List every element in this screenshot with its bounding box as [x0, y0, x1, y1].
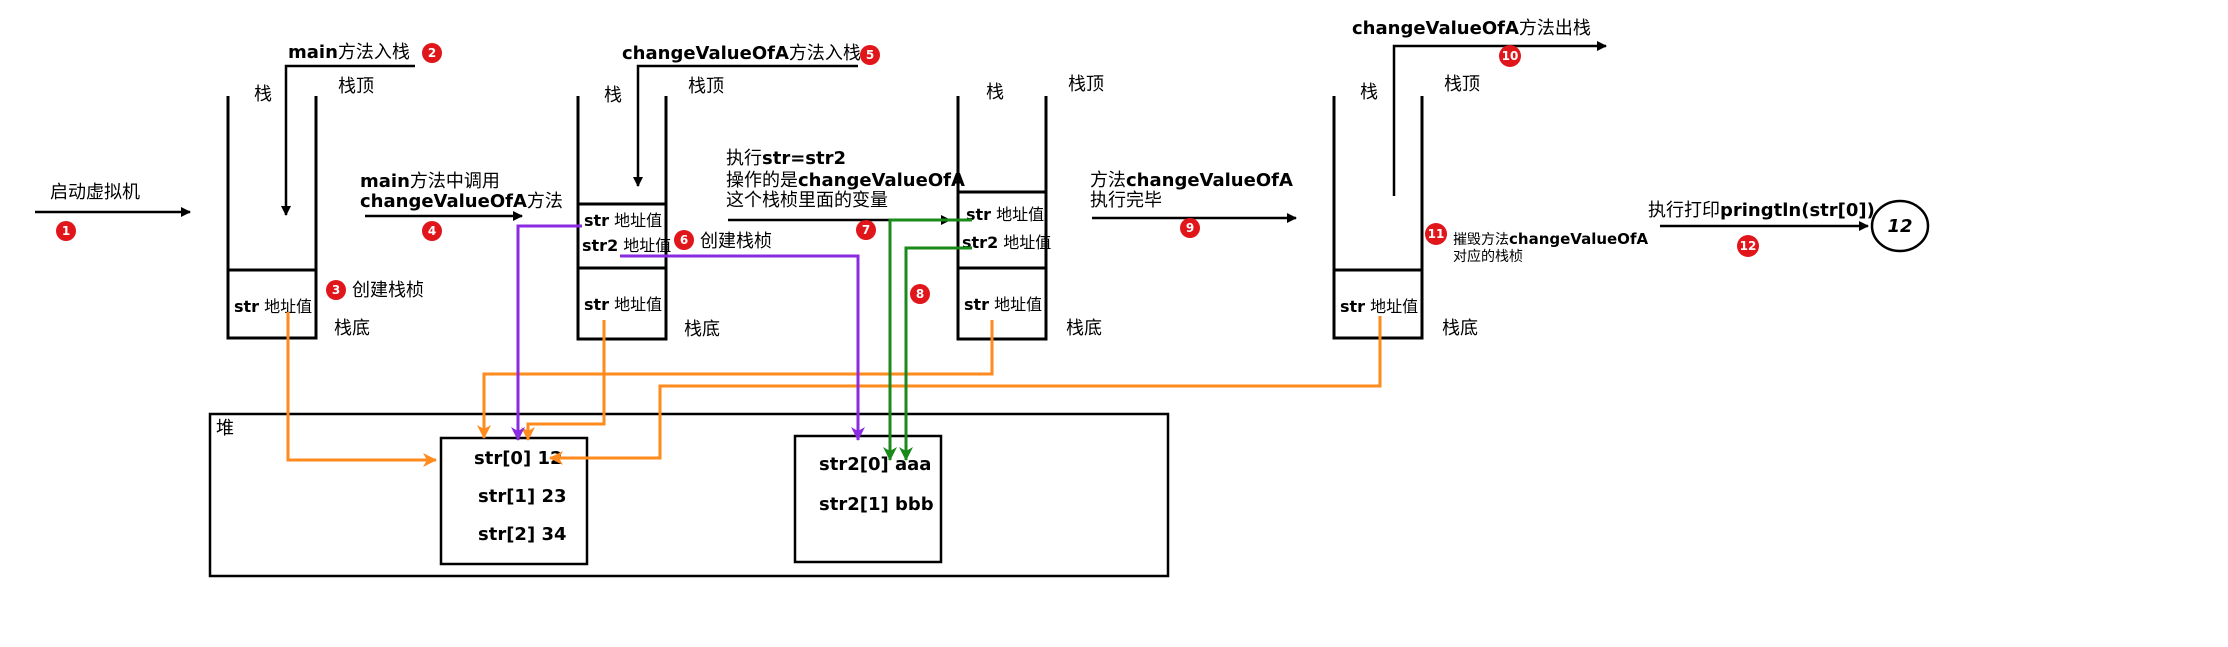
step3-badge: 3 [326, 280, 346, 300]
stack-assign-label: 栈 [986, 82, 1004, 103]
svg-text:6: 6 [680, 233, 688, 247]
stack-call-top-label: 栈顶 [688, 76, 724, 97]
heap-array-str-1: str[1] 23 [478, 486, 567, 507]
step5-badge: 5 [860, 45, 880, 65]
stack-assign-frame-str2: str2 地址值 [962, 233, 1051, 252]
stack-assign-top-label: 栈顶 [1068, 74, 1104, 95]
stack-call-label: 栈 [604, 85, 622, 106]
step12-label: 执行打印pringtln(str[0]) [1648, 200, 1875, 221]
step5-label: changeValueOfA方法入栈 [622, 43, 861, 64]
ref-call-str-arrow [511, 224, 582, 441]
print-result-bubble: 12 [1870, 199, 1930, 253]
stack-main-top-label: 栈顶 [338, 76, 374, 97]
stack-assign-frame-str: str 地址值 [966, 205, 1044, 224]
stack-main-label: 栈 [254, 84, 272, 105]
stack-main: 栈 栈顶 栈底 str 地址值 [226, 76, 374, 340]
stack-assign-bottom-label: 栈底 [1066, 318, 1102, 339]
step11-badge: 11 [1425, 223, 1447, 245]
step11-label-line2: 对应的栈桢 [1453, 248, 1523, 265]
stack-assign: 栈 栈顶 栈底 str 地址值 str2 地址值 str 地址值 [956, 74, 1104, 341]
step10-arrow [1392, 41, 1607, 196]
svg-text:12: 12 [1740, 239, 1757, 253]
svg-text:10: 10 [1502, 49, 1519, 63]
ref-main-str-arrow [286, 312, 437, 467]
svg-text:3: 3 [332, 283, 340, 297]
step3-label: 创建栈桢 [352, 280, 424, 301]
heap-array-str-2: str[2] 34 [478, 524, 567, 545]
stack-call-frame-str2: str2 地址值 [582, 236, 671, 255]
heap-title: 堆 [216, 418, 234, 439]
heap-array-str2-0: str2[0] aaa [819, 454, 931, 475]
stack-pop-top-label: 栈顶 [1444, 74, 1480, 95]
step9-label-line2: 执行完毕 [1090, 190, 1162, 211]
step10-label: changeValueOfA方法出栈 [1352, 18, 1591, 39]
stack-call: 栈 栈顶 栈底 str 地址值 str2 地址值 str 地址值 [576, 76, 724, 341]
stack-pop-bottom-label: 栈底 [1442, 318, 1478, 339]
stack-assign-frame-main-str: str 地址值 [964, 295, 1042, 314]
step9-label-line1: 方法changeValueOfA [1090, 170, 1293, 191]
svg-text:5: 5 [866, 48, 874, 62]
heap: 堆 str[0] 12 str[1] 23 str[2] 34 str2[0] … [208, 412, 1170, 578]
step7-label-line1: 执行str=str2 [726, 148, 846, 169]
ref-pop-main-str-arrow [549, 316, 1382, 465]
heap-array-str-0: str[0] 12 [474, 448, 563, 469]
ref-assign-str-arrow [883, 218, 972, 461]
step2-arrow [281, 64, 415, 216]
svg-text:9: 9 [1186, 221, 1194, 235]
step9-badge: 9 [1180, 218, 1200, 238]
step4-label-line1: main方法中调用 [360, 171, 500, 192]
step7-badge: 7 [856, 220, 876, 240]
heap-array-str2-1: str2[1] bbb [819, 494, 934, 515]
step7-label-line2: 操作的是changeValueOfA [726, 170, 965, 191]
svg-text:1: 1 [62, 224, 70, 238]
stack-main-bottom-label: 栈底 [334, 318, 370, 339]
step10-badge: 10 [1499, 45, 1521, 67]
step2-badge: 2 [422, 43, 442, 63]
svg-text:11: 11 [1428, 227, 1445, 241]
step12-badge: 12 [1737, 235, 1759, 257]
stack-pop-label: 栈 [1360, 82, 1378, 103]
stack-call-frame-main-str: str 地址值 [584, 295, 662, 314]
step6-badge: 6 [674, 230, 694, 250]
ref-call-main-str-arrow [521, 320, 606, 441]
step1-label: 启动虚拟机 [50, 182, 140, 203]
ref-call-str2-arrow [620, 254, 865, 441]
svg-text:8: 8 [916, 287, 924, 301]
step2-label: main方法入栈 [288, 42, 410, 63]
svg-text:2: 2 [428, 46, 436, 60]
ref-assign-main-str-arrow [477, 320, 994, 439]
stack-main-frame-str: str 地址值 [234, 297, 312, 316]
step8-badge: 8 [910, 284, 930, 304]
stack-pop-frame-str: str 地址值 [1340, 297, 1418, 316]
ref-assign-str2-arrow [899, 246, 972, 461]
step6-label: 创建栈桢 [700, 231, 772, 252]
stack-call-frame-str: str 地址值 [584, 211, 662, 230]
heap-array-str2 [793, 434, 943, 564]
svg-text:12: 12 [1887, 216, 1912, 237]
step4-label-line2: changeValueOfA方法 [360, 191, 563, 212]
step7-label-line3: 这个栈桢里面的变量 [726, 190, 888, 211]
stack-call-bottom-label: 栈底 [684, 319, 720, 340]
svg-text:4: 4 [428, 224, 436, 238]
stack-pop: 栈 栈顶 栈底 str 地址值 [1332, 74, 1480, 340]
step4-badge: 4 [422, 221, 442, 241]
step1-badge: 1 [56, 221, 76, 241]
step5-arrow [633, 64, 858, 187]
svg-text:7: 7 [862, 223, 870, 237]
step11-label-line1: 摧毁方法changeValueOfA [1453, 230, 1648, 248]
